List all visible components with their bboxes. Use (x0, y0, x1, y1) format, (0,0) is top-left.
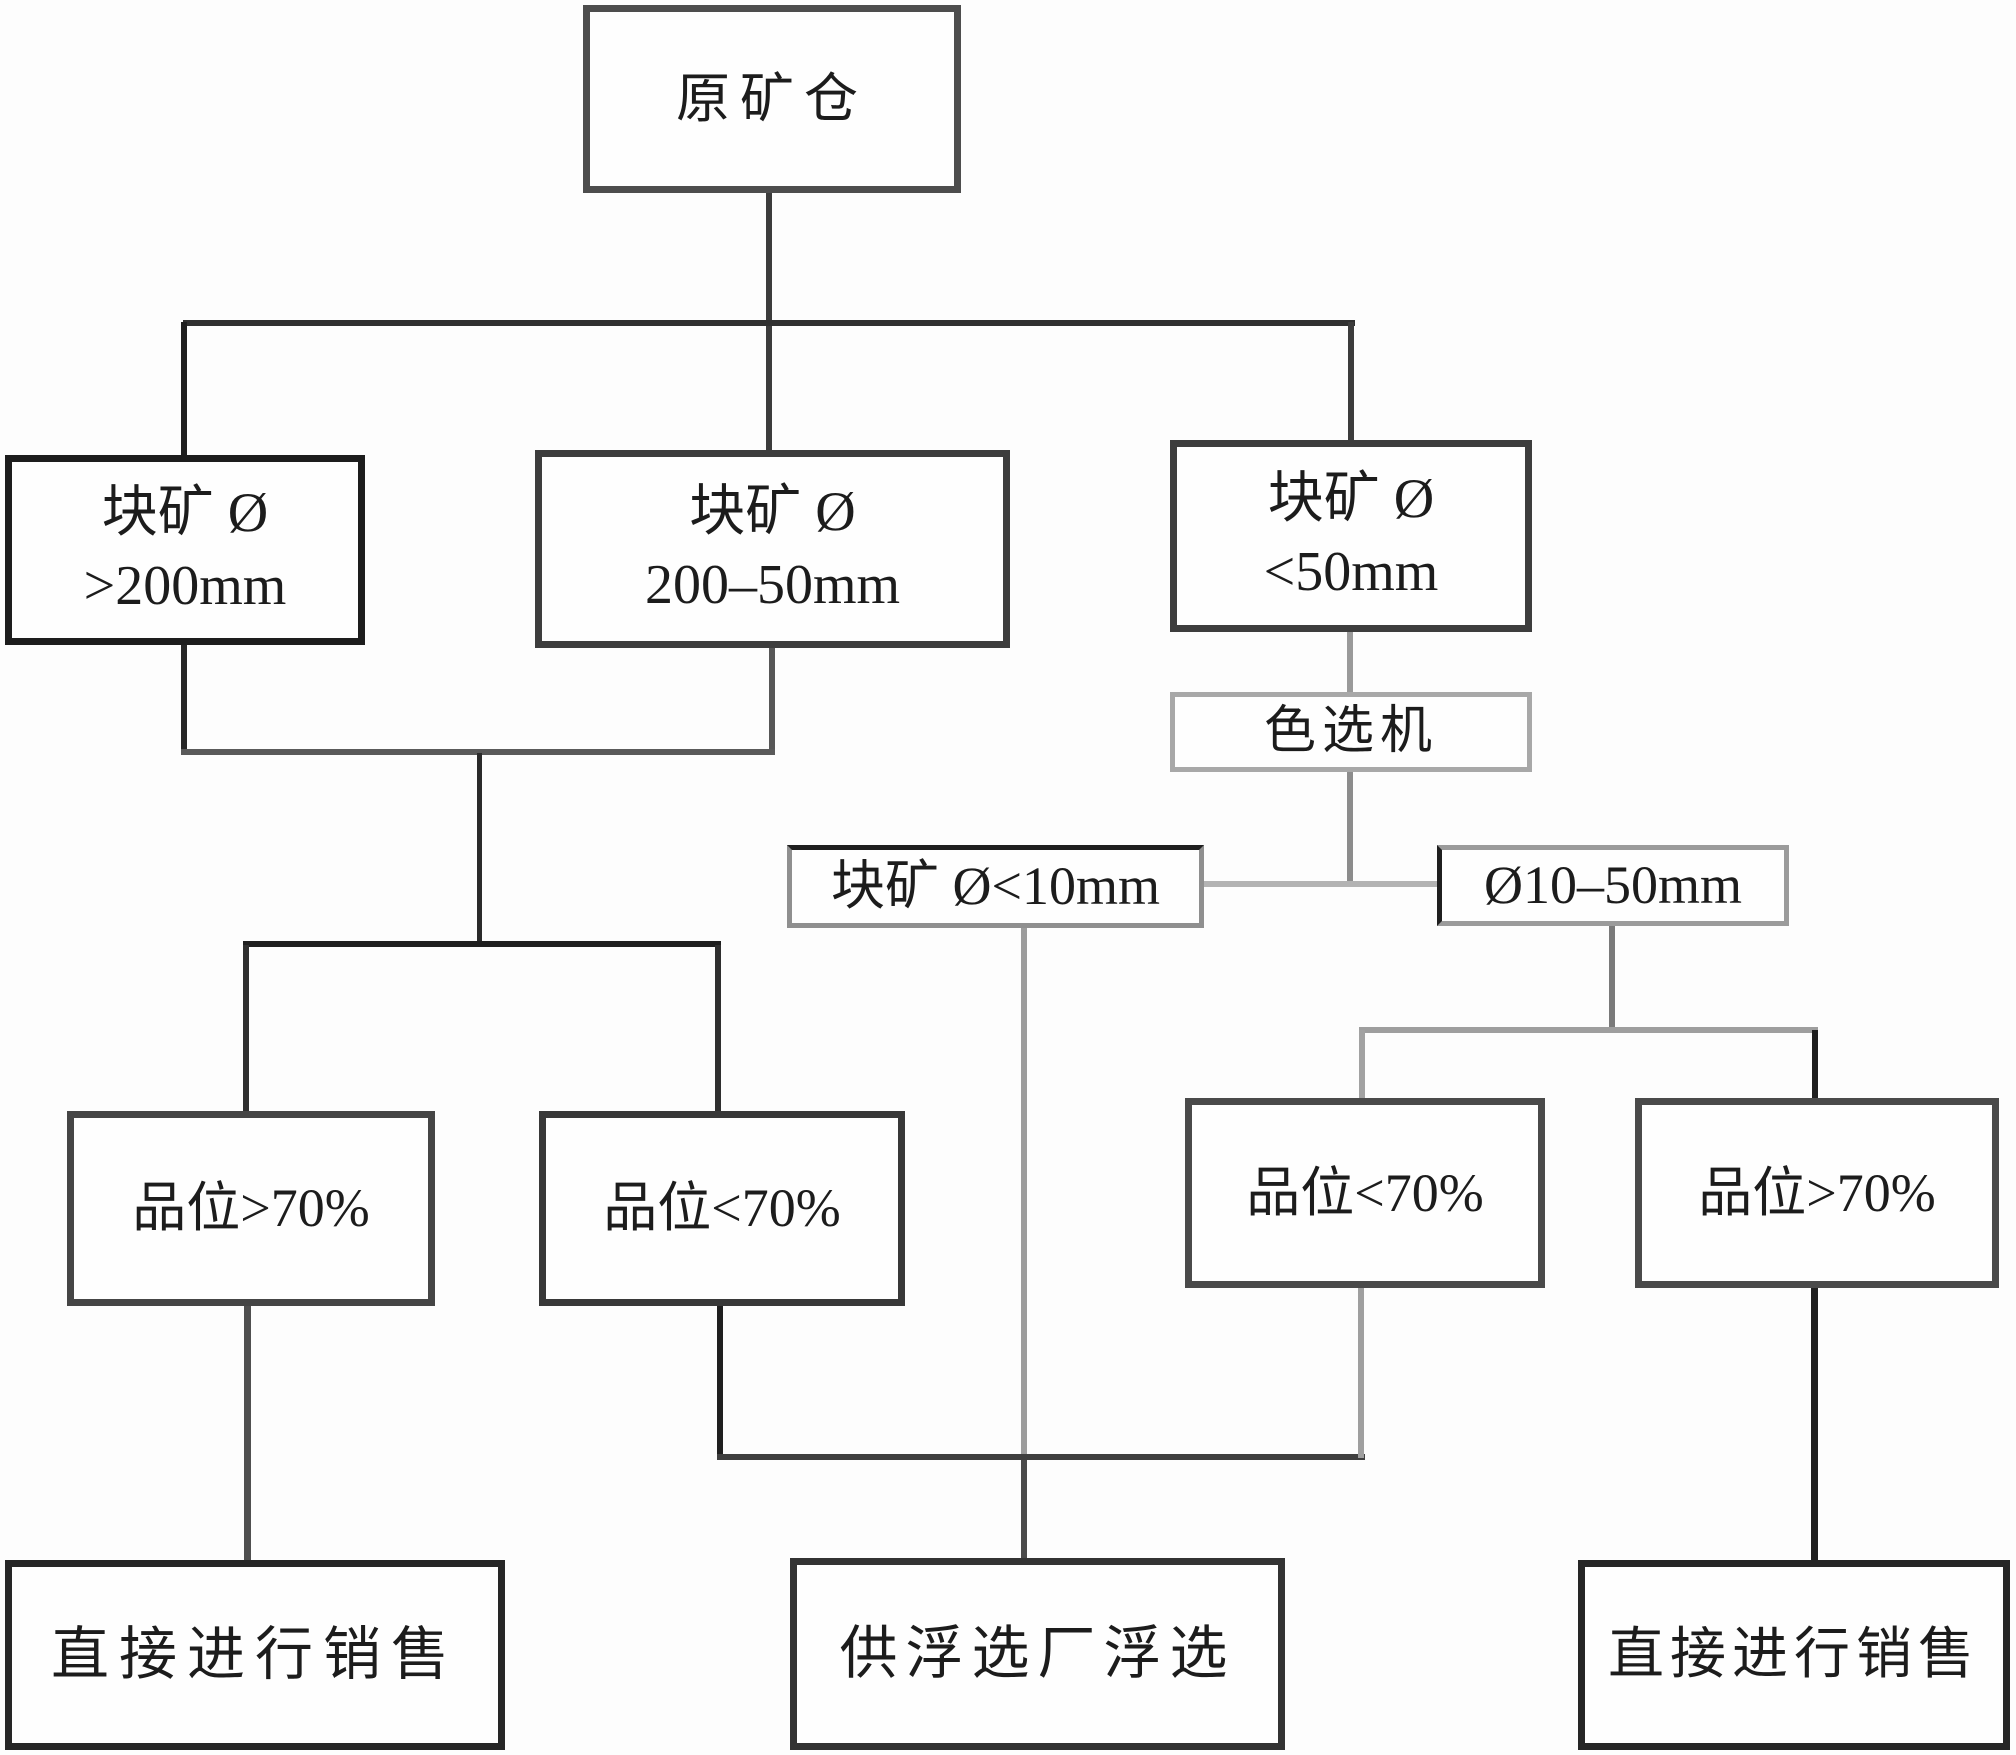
edge-right-split-drop-gt70 (1812, 1030, 1818, 1100)
node-grade-lt-70-right: 品位<70% (1185, 1098, 1545, 1288)
node-sell-left-label: 直接进行销售 (50, 1622, 459, 1688)
edge-left-split-horizontal (243, 941, 721, 947)
node-grade-gt-70-left-label: 品位>70% (132, 1178, 370, 1239)
node-raw-ore-bin-label: 原矿仓 (676, 68, 868, 129)
edge-gradegt70L-to-sale (244, 1303, 251, 1563)
node-lump-200-50mm-line1: 块矿 Ø (689, 481, 856, 544)
edge-right-split-horizontal (1359, 1027, 1818, 1033)
edge-gradegt70R-to-sale (1811, 1286, 1818, 1563)
node-grade-gt-70-left: 品位>70% (67, 1111, 435, 1306)
node-grade-lt-70-left: 品位<70% (539, 1111, 905, 1306)
node-sell-right-label: 直接进行销售 (1608, 1623, 1980, 1686)
node-lump-gt-200mm-line1: 块矿 Ø (101, 482, 269, 545)
edge-d1050-exit (1609, 924, 1615, 1032)
node-lump-lt-50mm-line1: 块矿 Ø (1267, 468, 1435, 531)
edge-right-split-drop-lt70 (1359, 1030, 1365, 1100)
edge-gradelt70L-down (717, 1303, 723, 1460)
edge-sorter-exit (1347, 770, 1353, 886)
node-dia-10-50mm: Ø10–50mm (1437, 845, 1789, 926)
edge-left-split-drop-gt70 (243, 945, 249, 1113)
edge-flotation-merge-horizontal (717, 1454, 1365, 1460)
edge-drop-to-lt50 (1348, 322, 1354, 444)
node-color-sorter-label: 色选机 (1263, 703, 1438, 761)
node-lump-lt-10mm-label: 块矿 Ø<10mm (831, 856, 1160, 917)
node-grade-lt-70-right-label: 品位<70% (1246, 1162, 1484, 1223)
edge-lt10-drop-upper (1021, 926, 1027, 1458)
edge-sorter-split-horizontal (1202, 881, 1439, 887)
edge-lt50-to-sorter (1347, 630, 1353, 694)
node-raw-ore-bin: 原矿仓 (583, 5, 961, 193)
node-flotation-label: 供浮选厂浮选 (839, 1621, 1236, 1687)
edge-lt10-drop-lower (1021, 1456, 1027, 1560)
edge-200-50-exit (769, 645, 775, 755)
edge-gradelt70R-down (1358, 1286, 1364, 1458)
edge-drop-to-gt200 (181, 322, 187, 458)
edge-top-distributor (183, 320, 1355, 326)
edge-gt200-exit (181, 640, 187, 755)
node-lump-lt-50mm-line2: <50mm (1263, 541, 1439, 603)
node-flotation: 供浮选厂浮选 (790, 1558, 1285, 1750)
node-sell-right: 直接进行销售 (1578, 1560, 2010, 1750)
node-sell-left: 直接进行销售 (5, 1560, 505, 1750)
edge-left-split-drop-lt70 (715, 945, 721, 1113)
node-grade-gt-70-right-label: 品位>70% (1698, 1162, 1936, 1223)
node-dia-10-50mm-label: Ø10–50mm (1483, 855, 1742, 916)
node-grade-gt-70-right: 品位>70% (1635, 1098, 1999, 1288)
node-color-sorter: 色选机 (1170, 692, 1532, 772)
node-lump-200-50mm-line2: 200–50mm (644, 554, 901, 616)
node-grade-lt-70-left-label: 品位<70% (603, 1178, 841, 1239)
node-lump-lt-50mm: 块矿 Ø <50mm (1170, 440, 1532, 632)
edge-merge-drop (477, 753, 482, 945)
node-lump-lt-10mm: 块矿 Ø<10mm (787, 845, 1204, 928)
node-lump-200-50mm: 块矿 Ø 200–50mm (535, 450, 1010, 648)
edge-merge-horizontal (181, 749, 775, 755)
node-lump-gt-200mm-line2: >200mm (83, 555, 287, 617)
node-lump-gt-200mm: 块矿 Ø >200mm (5, 455, 365, 645)
